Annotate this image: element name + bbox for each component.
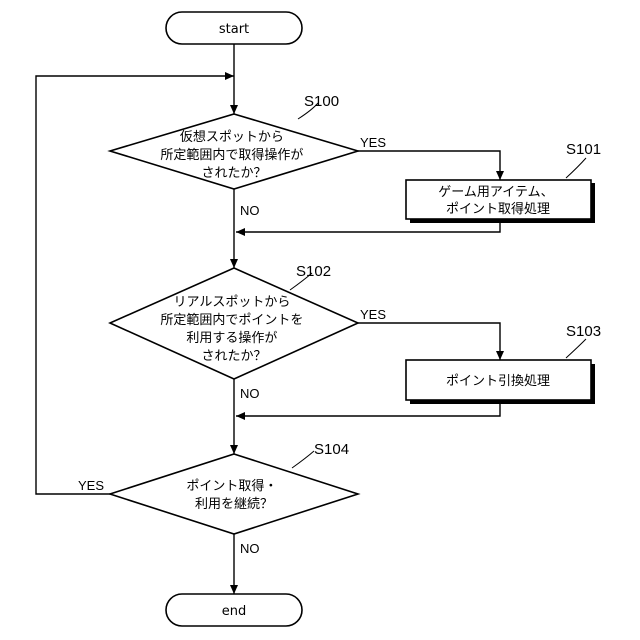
s100-yes-label: YES	[360, 135, 386, 150]
s102-step-label: S102	[296, 263, 331, 280]
s102-text-line: リアルスポットから	[173, 295, 290, 310]
s100-text-line: 仮想スポットから	[180, 129, 284, 145]
decision-s100: 仮想スポットから 所定範囲内で取得操作が されたか？	[110, 114, 358, 189]
s101-text-line: ゲーム用アイテム、	[438, 185, 553, 200]
s103-step-label: S103	[566, 323, 601, 340]
s100-text-line: 所定範囲内で取得操作が	[160, 147, 303, 163]
s100-text-line: されたか？	[201, 166, 266, 181]
end-terminal: end	[166, 594, 302, 626]
svg-text:ポイント引換処理: ポイント引換処理	[446, 374, 550, 389]
s104-yes-label: YES	[78, 478, 104, 493]
s102-no-label: NO	[240, 386, 260, 401]
end-label: end	[222, 604, 247, 619]
s100-no-label: NO	[240, 203, 260, 218]
s102-text-line: 利用する操作が	[186, 330, 277, 346]
process-s103: ポイント引換処理	[406, 360, 595, 404]
s101-text-line: ポイント取得処理	[446, 201, 550, 217]
s103-text-line: ポイント引換処理	[446, 374, 550, 389]
connector-s102-yes	[358, 323, 500, 360]
s104-step-label: S104	[314, 441, 349, 458]
s102-yes-label: YES	[360, 307, 386, 322]
s101-step-label: S101	[566, 141, 601, 158]
start-label: start	[219, 22, 249, 37]
process-s101: ゲーム用アイテム、 ポイント取得処理	[406, 180, 595, 223]
s104-leader	[292, 451, 314, 468]
s104-no-label: NO	[240, 541, 260, 556]
s103-leader	[566, 339, 586, 358]
start-terminal: start	[166, 12, 302, 44]
s100-step-label: S100	[304, 93, 339, 110]
s101-leader	[566, 158, 586, 178]
s102-text-line: されたか？	[201, 349, 266, 364]
s102-text-line: 所定範囲内でポイントを	[160, 312, 303, 328]
connector-s103-merge	[236, 404, 500, 416]
connector-s100-yes	[358, 151, 500, 180]
s104-text-line: 利用を継続？	[195, 497, 273, 512]
decision-s102: リアルスポットから 所定範囲内でポイントを 利用する操作が されたか？	[110, 268, 358, 379]
decision-s104: ポイント取得・ 利用を継続？	[110, 454, 358, 534]
connector-s101-merge	[236, 223, 500, 232]
s104-text-line: ポイント取得・	[186, 478, 277, 494]
